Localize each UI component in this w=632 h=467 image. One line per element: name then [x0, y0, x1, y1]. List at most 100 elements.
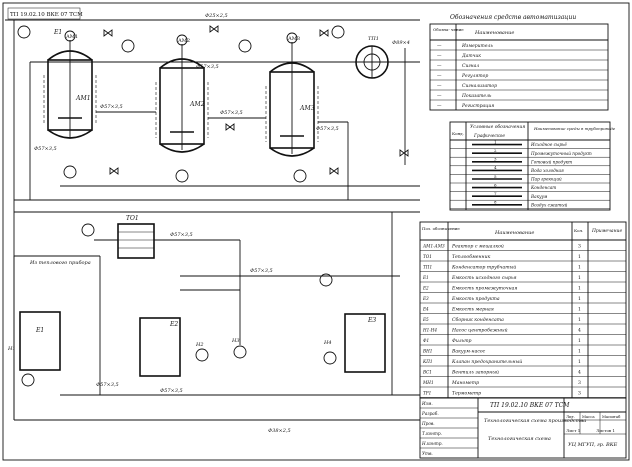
svg-text:Е2: Е2 [169, 321, 178, 328]
role-label: Н.контр. [421, 441, 443, 446]
svg-text:Ф57×3,5: Ф57×3,5 [96, 382, 119, 388]
svg-text:Масса: Масса [582, 414, 595, 419]
svg-text:АМ2: АМ2 [189, 101, 205, 108]
pump-n3: Н3 [231, 338, 247, 359]
spec-name: Фильтр [452, 338, 472, 344]
spec-name: Емкость промежуточная [451, 286, 517, 292]
instrument-legend-name: Сигнализатор [462, 83, 497, 89]
svg-text:Ф57×3,5: Ф57×3,5 [220, 110, 243, 116]
instrument-legend-symbol: — [437, 104, 442, 109]
svg-text:Ф57×3,5: Ф57×3,5 [160, 388, 183, 394]
line-legend-code: 8 [494, 200, 497, 205]
line-legend-name: Воздух сжатый [530, 202, 568, 207]
svg-text:Кол.: Кол. [574, 228, 583, 233]
spec-qty: 3 [578, 391, 581, 397]
instrument-legend-symbol: — [437, 84, 442, 89]
spec-pos: Е4 [422, 307, 429, 312]
tank-e2: Е2 [139, 317, 181, 377]
spec-qty: 1 [578, 265, 581, 271]
instrument-legend-symbol: — [437, 74, 442, 79]
spec-qty: 4 [578, 328, 581, 334]
spec-qty: 1 [578, 296, 581, 302]
instrument-legend-name: Измеритель [461, 43, 493, 49]
line-legend-name: Вода холодная [530, 168, 564, 173]
spec-pos: ТП1 [423, 265, 432, 270]
svg-text:ТП1: ТП1 [368, 36, 379, 42]
spec-pos: Ф1 [423, 338, 429, 343]
title-sub: Технологическая схема [488, 436, 551, 442]
instrument-legend-symbol: — [437, 64, 442, 69]
svg-text:Лит.: Лит. [566, 414, 575, 419]
svg-text:ТО1: ТО1 [126, 215, 139, 222]
tank-note: Из теплового прибора [29, 259, 91, 266]
heat-exchanger-to1: ТО1 [117, 215, 155, 259]
line-legend-name: Готовый продукт [530, 159, 572, 164]
svg-text:Листов 1: Листов 1 [596, 428, 615, 433]
instrument-legend-name: Сигнал [462, 63, 479, 69]
svg-text:Масштаб: Масштаб [602, 414, 621, 419]
svg-text:Условные обозначения: Условные обозначения [470, 123, 525, 130]
svg-text:Наименование: Наименование [474, 30, 514, 36]
instrument-bubbles [17, 25, 345, 287]
spec-name: Манометр [451, 380, 479, 386]
svg-text:АМ3: АМ3 [299, 105, 315, 112]
line-legend-code: 4 [494, 165, 497, 170]
line-legend-name: Промежуточный продукт [530, 151, 592, 156]
title-code: ТП 19.02.10 ВКЕ 07 ТСМ [490, 402, 570, 409]
spec-pos: Е1 [422, 275, 429, 280]
valve-row [103, 25, 409, 175]
spec-pos: КП1 [422, 359, 433, 364]
instrument-legend-symbol: — [437, 44, 442, 49]
svg-text:Ф57×3,5: Ф57×3,5 [316, 126, 339, 132]
spec-pos: Е3 [422, 296, 429, 301]
svg-text:Графическое: Графическое [473, 132, 505, 139]
spec-name: Емкость продукта [451, 296, 500, 302]
line-legend-code: 7 [494, 191, 497, 196]
role-label: Т.контр. [422, 431, 442, 436]
svg-text:АМ1: АМ1 [66, 34, 78, 40]
role-label: Утв. [422, 451, 433, 456]
instrument-legend-symbol: — [437, 54, 442, 59]
svg-text:Н3: Н3 [231, 338, 240, 344]
spec-name: Конденсатор трубчатый [451, 264, 516, 271]
svg-text:Обозна- чение: Обозна- чение [433, 27, 464, 32]
instrument-legend-name: Регистрация [461, 103, 494, 109]
svg-text:Поз. обозначение: Поз. обозначение [422, 226, 460, 231]
title-main: Технологическая схема производства [484, 418, 586, 424]
instrument-legend-symbol: — [437, 94, 442, 99]
spec-name: Емкость мерная [451, 307, 494, 313]
reactor-am3: АМ3 АМ3 [269, 32, 315, 157]
svg-text:АМ2: АМ2 [178, 38, 190, 44]
doc-code: ТП 19.02.10 ВКЕ 07 ТСМ [10, 12, 83, 18]
role-label: Изм. [421, 401, 433, 406]
svg-text:Лист 1: Лист 1 [566, 428, 580, 433]
spec-pos: ВН1 [422, 349, 432, 354]
svg-text:Ф57×3,5: Ф57×3,5 [196, 64, 219, 70]
svg-text:Е1: Е1 [35, 327, 44, 334]
spec-pos: АМ1-АМ3 [422, 244, 445, 249]
spec-name: Реактор с мешалкой [451, 244, 504, 250]
spec-name: Насос центробежный [451, 327, 508, 334]
instrument-legend: Обозначения средств автоматизации Обозна… [429, 14, 609, 111]
spec-name: Вакуум-насос [451, 349, 486, 355]
spec-name: Емкость исходного сырья [451, 275, 517, 281]
svg-text:Ф57×3,5: Ф57×3,5 [100, 104, 123, 110]
svg-text:АМ3: АМ3 [288, 36, 300, 42]
spec-qty: 4 [578, 370, 581, 376]
svg-text:АМ1: АМ1 [75, 95, 91, 102]
line-legend-code: 2 [494, 148, 497, 153]
spec-pos: Е2 [422, 286, 429, 291]
spec-pos: ТР1 [423, 391, 431, 396]
reactor-am1: АМ1 Е1 АМ1 [47, 29, 93, 139]
svg-text:Ф38×2,5: Ф38×2,5 [268, 428, 291, 434]
svg-text:Ф57×3,5: Ф57×3,5 [250, 268, 273, 274]
svg-text:Н1: Н1 [7, 346, 16, 352]
spec-pos: Е5 [422, 317, 429, 322]
spec-name: Теплообменник [452, 253, 491, 260]
line-legend-code: 5 [494, 174, 497, 179]
condenser-tp1: ТП1 [355, 36, 389, 79]
line-legend-name: Вакуум [530, 194, 548, 199]
instrument-legend-name: Датчик [461, 53, 481, 59]
